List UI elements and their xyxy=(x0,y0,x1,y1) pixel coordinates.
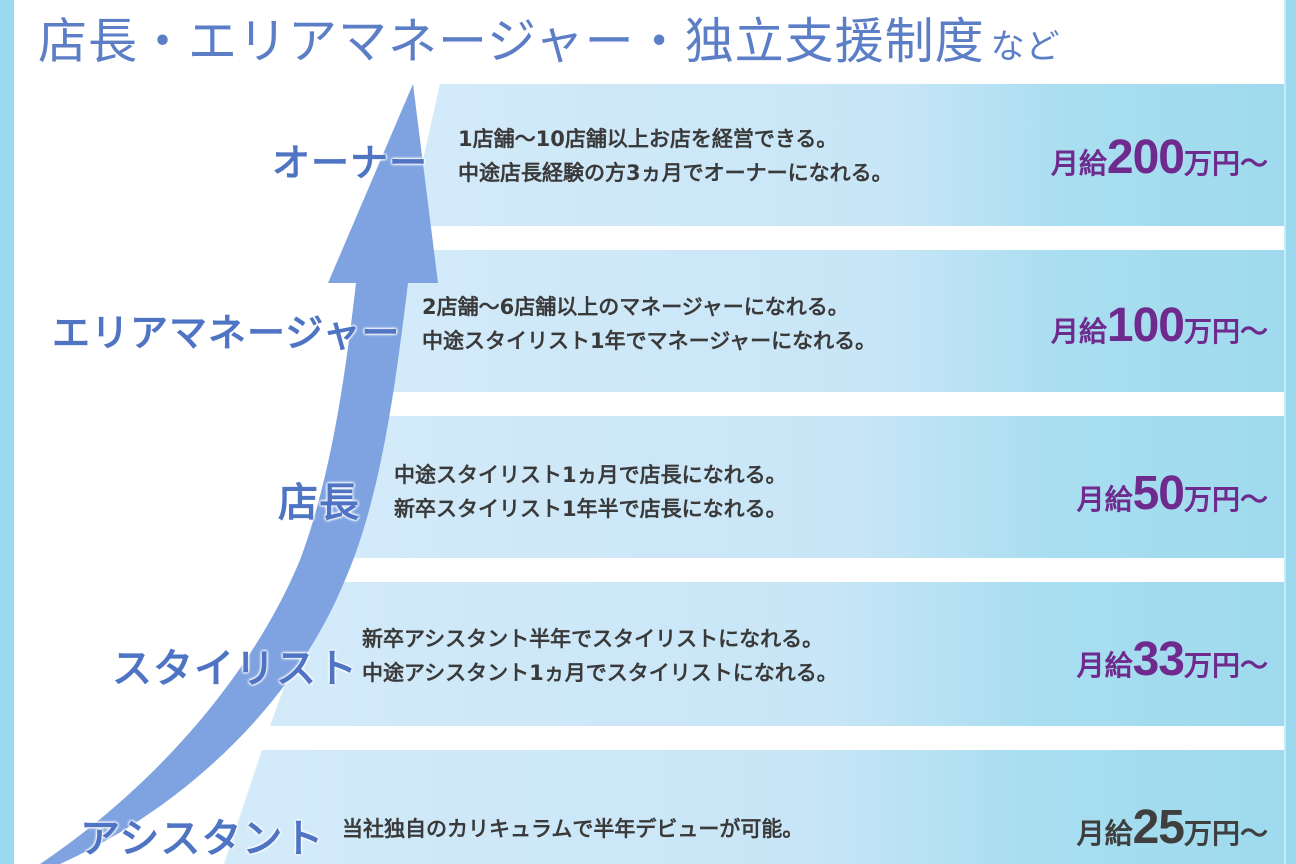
salary-suffix: 万円～ xyxy=(1183,649,1268,682)
salary-prefix: 月給 xyxy=(1050,315,1107,348)
band-owner xyxy=(408,84,1284,226)
salary-suffix: 万円～ xyxy=(1183,817,1268,850)
salary-prefix: 月給 xyxy=(1076,483,1133,516)
band-assistant xyxy=(224,750,1284,864)
rank-label-area-manager: エリアマネージャー xyxy=(52,311,401,355)
salary-suffix: 万円～ xyxy=(1183,147,1268,180)
rank-label-assistant: アシスタント xyxy=(80,816,325,862)
curved-up-arrow-icon xyxy=(40,84,438,864)
band-store-manager xyxy=(330,416,1284,558)
left-frame xyxy=(0,0,14,864)
salary-prefix: 月給 xyxy=(1050,147,1107,180)
salary-assistant: 月給25万円～ xyxy=(1077,800,1268,855)
band-area-manager xyxy=(386,250,1284,392)
title-suffix: など xyxy=(990,27,1061,67)
description-line: 新卒スタイリスト1年半で店長になれる。 xyxy=(394,497,787,521)
salary-suffix: 万円～ xyxy=(1183,315,1268,348)
step-description-area-manager: 2店舗～6店舗以上のマネージャーになれる。 中途スタイリスト1年でマネージャーに… xyxy=(422,290,876,358)
salary-amount: 50 xyxy=(1132,467,1185,520)
description-line: 新卒アシスタント半年でスタイリストになれる。 xyxy=(362,627,824,651)
salary-area-manager: 月給100万円～ xyxy=(1051,298,1268,353)
rank-label-owner: オーナー xyxy=(272,141,429,185)
salary-stylist: 月給33万円～ xyxy=(1077,632,1268,687)
step-description-store-manager: 中途スタイリスト1ヵ月で店長になれる。 新卒スタイリスト1年半で店長になれる。 xyxy=(394,458,787,526)
step-description-owner: 1店舗～10店舗以上お店を経営できる。 中途店長経験の方3ヵ月でオーナーになれる… xyxy=(458,122,893,190)
description-line: 中途アシスタント1ヵ月でスタイリストになれる。 xyxy=(362,661,838,685)
band-stylist xyxy=(270,582,1284,726)
salary-owner: 月給200万円～ xyxy=(1051,130,1268,185)
description-line: 2店舗～6店舗以上のマネージャーになれる。 xyxy=(422,295,849,319)
description-line: 当社独自のカリキュラムで半年デビューが可能。 xyxy=(342,817,804,841)
description-line: 中途スタイリスト1ヵ月で店長になれる。 xyxy=(394,463,787,487)
right-frame xyxy=(1284,0,1296,864)
rank-label-store-manager: 店長 xyxy=(278,480,360,526)
salary-suffix: 万円～ xyxy=(1183,483,1268,516)
salary-amount: 200 xyxy=(1106,131,1185,184)
salary-prefix: 月給 xyxy=(1076,649,1133,682)
description-line: 中途店長経験の方3ヵ月でオーナーになれる。 xyxy=(458,161,893,185)
salary-store-manager: 月給50万円～ xyxy=(1077,466,1268,521)
title-main: 店長・エリアマネージャー・独立支援制度 xyxy=(38,13,985,70)
salary-amount: 25 xyxy=(1132,801,1185,854)
description-line: 1店舗～10店舗以上お店を経営できる。 xyxy=(458,127,838,151)
salary-prefix: 月給 xyxy=(1076,817,1133,850)
rank-label-stylist: スタイリスト xyxy=(112,646,358,692)
page-title: 店長・エリアマネージャー・独立支援制度など xyxy=(38,6,1061,78)
salary-amount: 33 xyxy=(1132,633,1185,686)
step-description-stylist: 新卒アシスタント半年でスタイリストになれる。 中途アシスタント1ヵ月でスタイリス… xyxy=(362,622,838,690)
step-description-assistant: 当社独自のカリキュラムで半年デビューが可能。 xyxy=(342,812,803,846)
salary-amount: 100 xyxy=(1106,299,1185,352)
description-line: 中途スタイリスト1年でマネージャーになれる。 xyxy=(422,329,877,353)
